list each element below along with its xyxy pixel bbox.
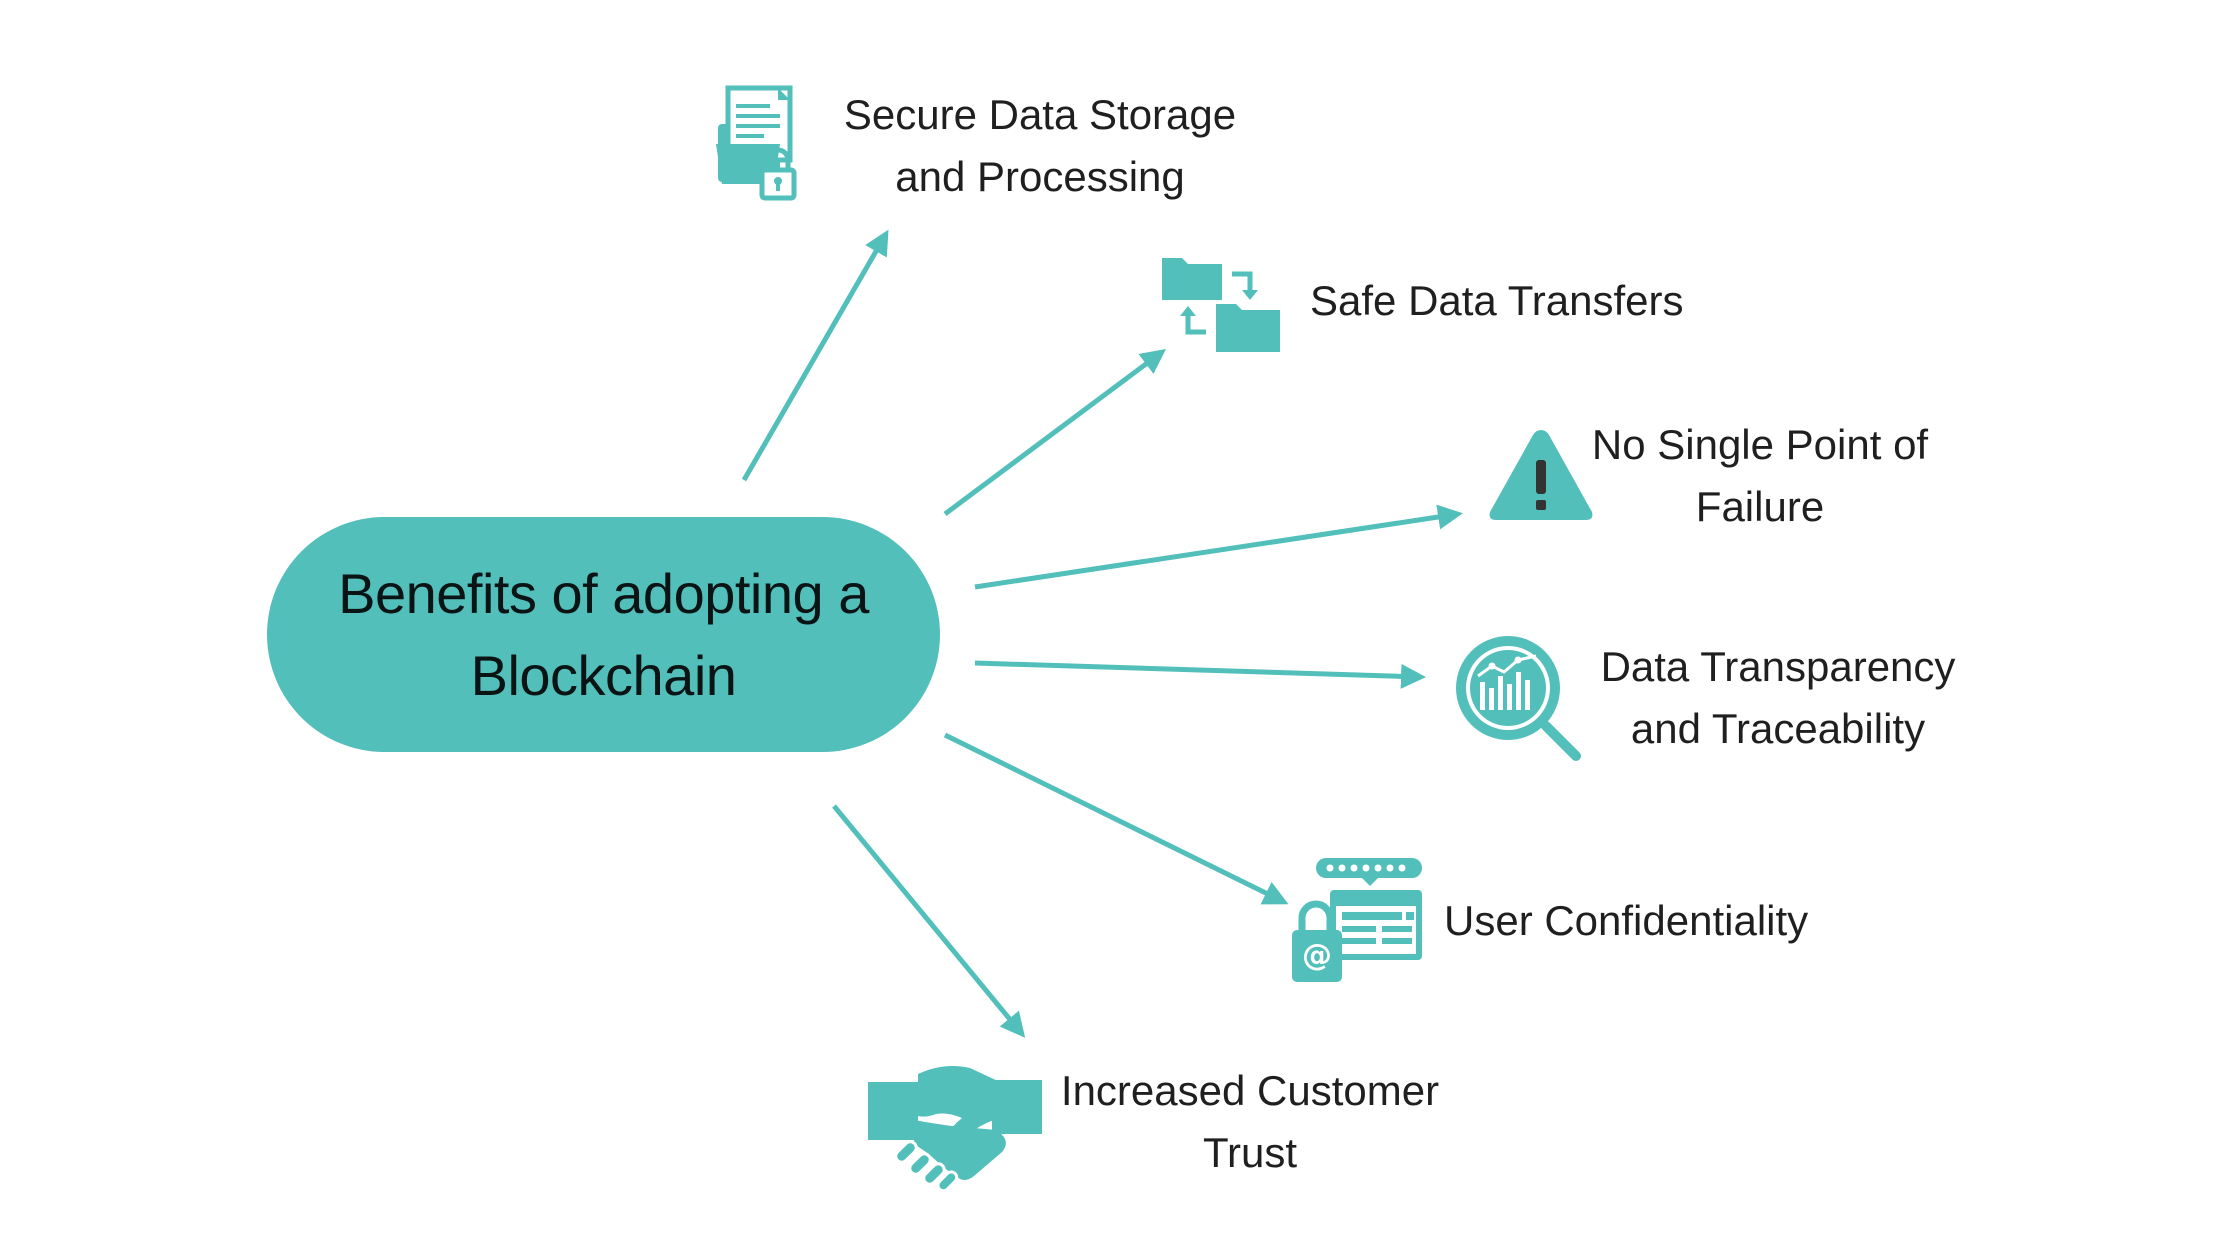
- chart-magnifier-icon: [1456, 636, 1581, 761]
- folder-transfer-icon: [1162, 258, 1280, 352]
- password-browser-lock-icon: @: [1292, 858, 1422, 982]
- arrow-no-single-point: [974, 504, 1463, 590]
- benefit-label-data-transparency: Data Transparency and Traceability: [1600, 643, 1956, 752]
- warning-triangle-icon: [1489, 430, 1593, 520]
- arrow-user-confidentiality: [943, 732, 1289, 905]
- center-title: Benefits of adopting a Blockchain: [338, 561, 869, 707]
- benefit-label-user-confidentiality: User Confidentiality: [1444, 897, 1809, 944]
- document-folder-lock-icon: [716, 85, 797, 201]
- arrow-safe-data-transfers: [943, 349, 1167, 517]
- benefit-label-safe-data-transfers: Safe Data Transfers: [1310, 277, 1684, 324]
- center-node: Benefits of adopting a Blockchain: [267, 517, 940, 752]
- benefit-label-customer-trust: Increased Customer Trust: [1060, 1067, 1440, 1176]
- benefit-label-secure-data-storage: Secure Data Storage and Processing: [843, 91, 1237, 200]
- benefit-label-no-single-point: No Single Point of Failure: [1591, 421, 1929, 530]
- arrow-customer-trust: [832, 804, 1026, 1038]
- arrow-secure-data-storage: [741, 229, 889, 482]
- arrow-data-transparency: [974, 660, 1426, 689]
- handshake-icon: [868, 1066, 1042, 1190]
- svg-text:@: @: [1302, 938, 1332, 973]
